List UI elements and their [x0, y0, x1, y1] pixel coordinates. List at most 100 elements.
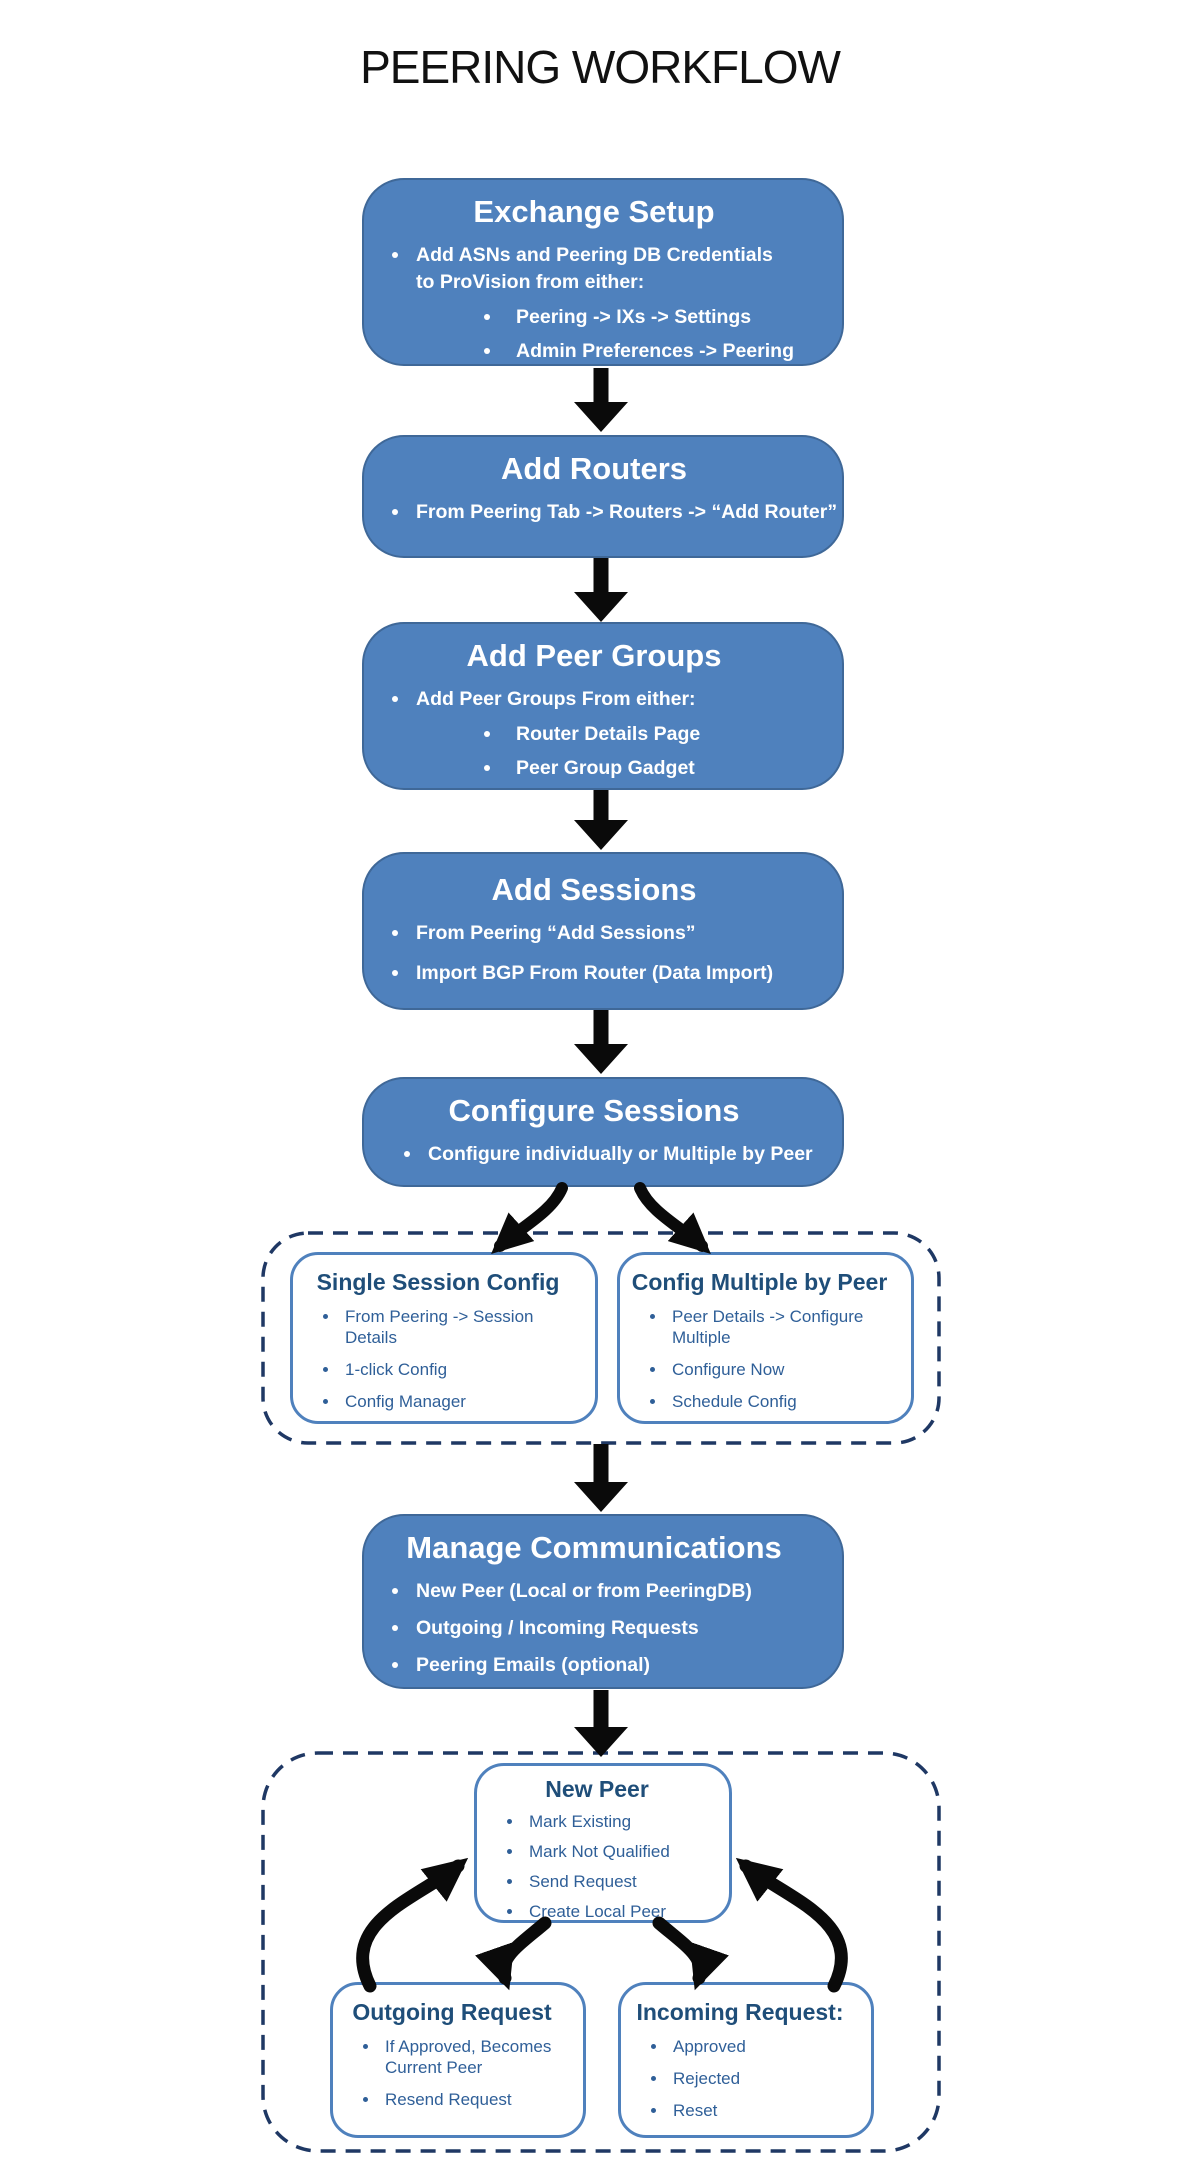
bullet-dot [392, 1588, 398, 1594]
bullet-text: Peering Emails (optional) [416, 1654, 651, 1676]
bullet-text: Mark Not Qualified [529, 1842, 670, 1861]
arrow-configure-to-multiple-by-peer [634, 1182, 711, 1255]
bullet-item: Peering -> IXs -> Settings [484, 304, 814, 331]
bullet-item: Configure Now [650, 1359, 893, 1380]
bullet-dot [363, 2044, 368, 2049]
bullet-item: If Approved, Becomes Current Peer [363, 2036, 565, 2078]
bullet-text: From Peering Tab -> Routers -> “Add Rout… [416, 501, 838, 523]
bullet-dot [507, 1879, 512, 1884]
subnode-bullet-list: Approved Rejected Reset [621, 2036, 859, 2121]
bullet-item: 1-click Config [323, 1359, 577, 1380]
arrow-incoming-to-new-peer [735, 1857, 848, 1993]
bullet-dot [651, 2044, 656, 2049]
bullet-text: Rejected [673, 2069, 741, 2088]
bullet-text: Peer Details -> Configure Multiple [672, 1307, 864, 1347]
bullet-item: Schedule Config [650, 1391, 893, 1412]
bullet-item: Configure individually or Multiple by Pe… [404, 1141, 814, 1168]
subnode-config-multiple-by-peer: Config Multiple by Peer Peer Details -> … [617, 1252, 914, 1424]
bullet-item: Mark Not Qualified [507, 1841, 711, 1862]
arrow-configure-to-single-session [491, 1182, 568, 1255]
node-bullet-list: Add ASNs and Peering DB Credentials to P… [364, 242, 824, 365]
bullet-text: If Approved, Becomes Current Peer [385, 2037, 552, 2077]
bullet-text: Add ASNs and Peering DB Credentials to P… [416, 244, 773, 293]
bullet-dot [323, 1314, 328, 1319]
node-bullet-list: Add Peer Groups From either: Router Deta… [364, 686, 824, 782]
bullet-text: Configure individually or Multiple by Pe… [428, 1143, 813, 1165]
node-exchange-setup: Exchange Setup Add ASNs and Peering DB C… [362, 178, 844, 366]
bullet-dot [392, 696, 398, 702]
bullet-text: Configure Now [672, 1360, 785, 1379]
bullet-text: Admin Preferences -> Peering [516, 340, 794, 362]
bullet-item: Add Peer Groups From either: [392, 686, 814, 713]
bullet-item: Rejected [651, 2068, 853, 2089]
bullet-item: Peer Details -> Configure Multiple [650, 1306, 893, 1348]
bullet-text: Resend Request [385, 2090, 512, 2109]
bullet-dot [507, 1849, 512, 1854]
bullet-dot [323, 1399, 328, 1404]
node-add-routers: Add Routers From Peering Tab -> Routers … [362, 435, 844, 558]
arrow-sessions-to-configure [574, 1010, 628, 1074]
node-title: Configure Sessions [448, 1093, 740, 1128]
bullet-text: Create Local Peer [529, 1902, 667, 1921]
bullet-text: Router Details Page [516, 723, 701, 745]
node-add-sessions: Add Sessions From Peering “Add Sessions”… [362, 852, 844, 1010]
bullet-item: Mark Existing [507, 1811, 711, 1832]
node-bullet-list: Configure individually or Multiple by Pe… [364, 1141, 824, 1168]
bullet-item: Peering Emails (optional) [392, 1652, 814, 1679]
arrow-peer-groups-to-sessions [574, 790, 628, 850]
bullet-text: 1-click Config [345, 1360, 448, 1379]
subnode-title: Single Session Config [316, 1269, 560, 1295]
bullet-item: Outgoing / Incoming Requests [392, 1615, 814, 1642]
subnode-bullet-list: Mark Existing Mark Not Qualified Send Re… [477, 1811, 717, 1922]
subnode-single-session-config: Single Session Config From Peering -> Se… [290, 1252, 598, 1424]
page-title: PEERING WORKFLOW [360, 41, 841, 93]
node-manage-communications: Manage Communications New Peer (Local or… [362, 1514, 844, 1689]
subnode-bullet-list: From Peering -> Session Details 1-click … [293, 1306, 583, 1412]
bullet-dot [404, 1151, 410, 1157]
bullet-item: Resend Request [363, 2089, 565, 2110]
bullet-item: Send Request [507, 1871, 711, 1892]
bullet-dot [651, 2076, 656, 2081]
bullet-dot [392, 509, 398, 515]
bullet-item: Router Details Page [484, 721, 814, 748]
subnode-bullet-list: If Approved, Becomes Current Peer Resend… [333, 2036, 571, 2110]
subnode-title: Outgoing Request [352, 1999, 552, 2025]
bullet-text: Peer Group Gadget [516, 757, 695, 779]
node-bullet-list: From Peering “Add Sessions” Import BGP F… [364, 920, 824, 987]
subnode-incoming-request: Incoming Request: Approved Rejected Rese… [618, 1982, 874, 2138]
node-bullet-list: From Peering Tab -> Routers -> “Add Rout… [364, 499, 837, 526]
bullet-item: Reset [651, 2100, 853, 2121]
bullet-dot [651, 2108, 656, 2113]
bullet-item: From Peering -> Session Details [323, 1306, 577, 1348]
bullet-text: Mark Existing [529, 1812, 632, 1831]
arrow-communications-to-group [574, 1690, 628, 1757]
bullet-item: Admin Preferences -> Peering [484, 338, 814, 365]
bullet-dot [650, 1367, 655, 1372]
node-title: Add Routers [501, 451, 687, 486]
arrow-config-group-to-communications [574, 1444, 628, 1512]
bullet-dot [484, 348, 490, 354]
arrow-outgoing-to-new-peer [356, 1857, 469, 1993]
bullet-text: Send Request [529, 1872, 637, 1891]
node-title: Exchange Setup [473, 194, 715, 229]
arrow-routers-to-peer-groups [574, 558, 628, 622]
node-add-peer-groups: Add Peer Groups Add Peer Groups From eit… [362, 622, 844, 790]
bullet-text: Reset [673, 2101, 718, 2120]
bullet-dot [650, 1314, 655, 1319]
bullet-text: Outgoing / Incoming Requests [416, 1617, 699, 1639]
bullet-item: Import BGP From Router (Data Import) [392, 960, 814, 987]
bullet-dot [392, 252, 398, 258]
arrow-new-peer-to-incoming [652, 1916, 729, 1991]
subnode-title: New Peer [545, 1776, 649, 1802]
bullet-item: Approved [651, 2036, 853, 2057]
subnode-title: Incoming Request: [636, 1999, 844, 2025]
arrow-exchange-to-routers [574, 368, 628, 432]
bullet-item: Config Manager [323, 1391, 577, 1412]
bullet-text: Config Manager [345, 1392, 466, 1411]
bullet-text: Approved [673, 2037, 746, 2056]
subnode-title: Config Multiple by Peer [631, 1269, 888, 1295]
subnode-new-peer: New Peer Mark Existing Mark Not Qualifie… [474, 1763, 732, 1923]
bullet-dot [484, 314, 490, 320]
node-configure-sessions: Configure Sessions Configure individuall… [362, 1077, 844, 1187]
